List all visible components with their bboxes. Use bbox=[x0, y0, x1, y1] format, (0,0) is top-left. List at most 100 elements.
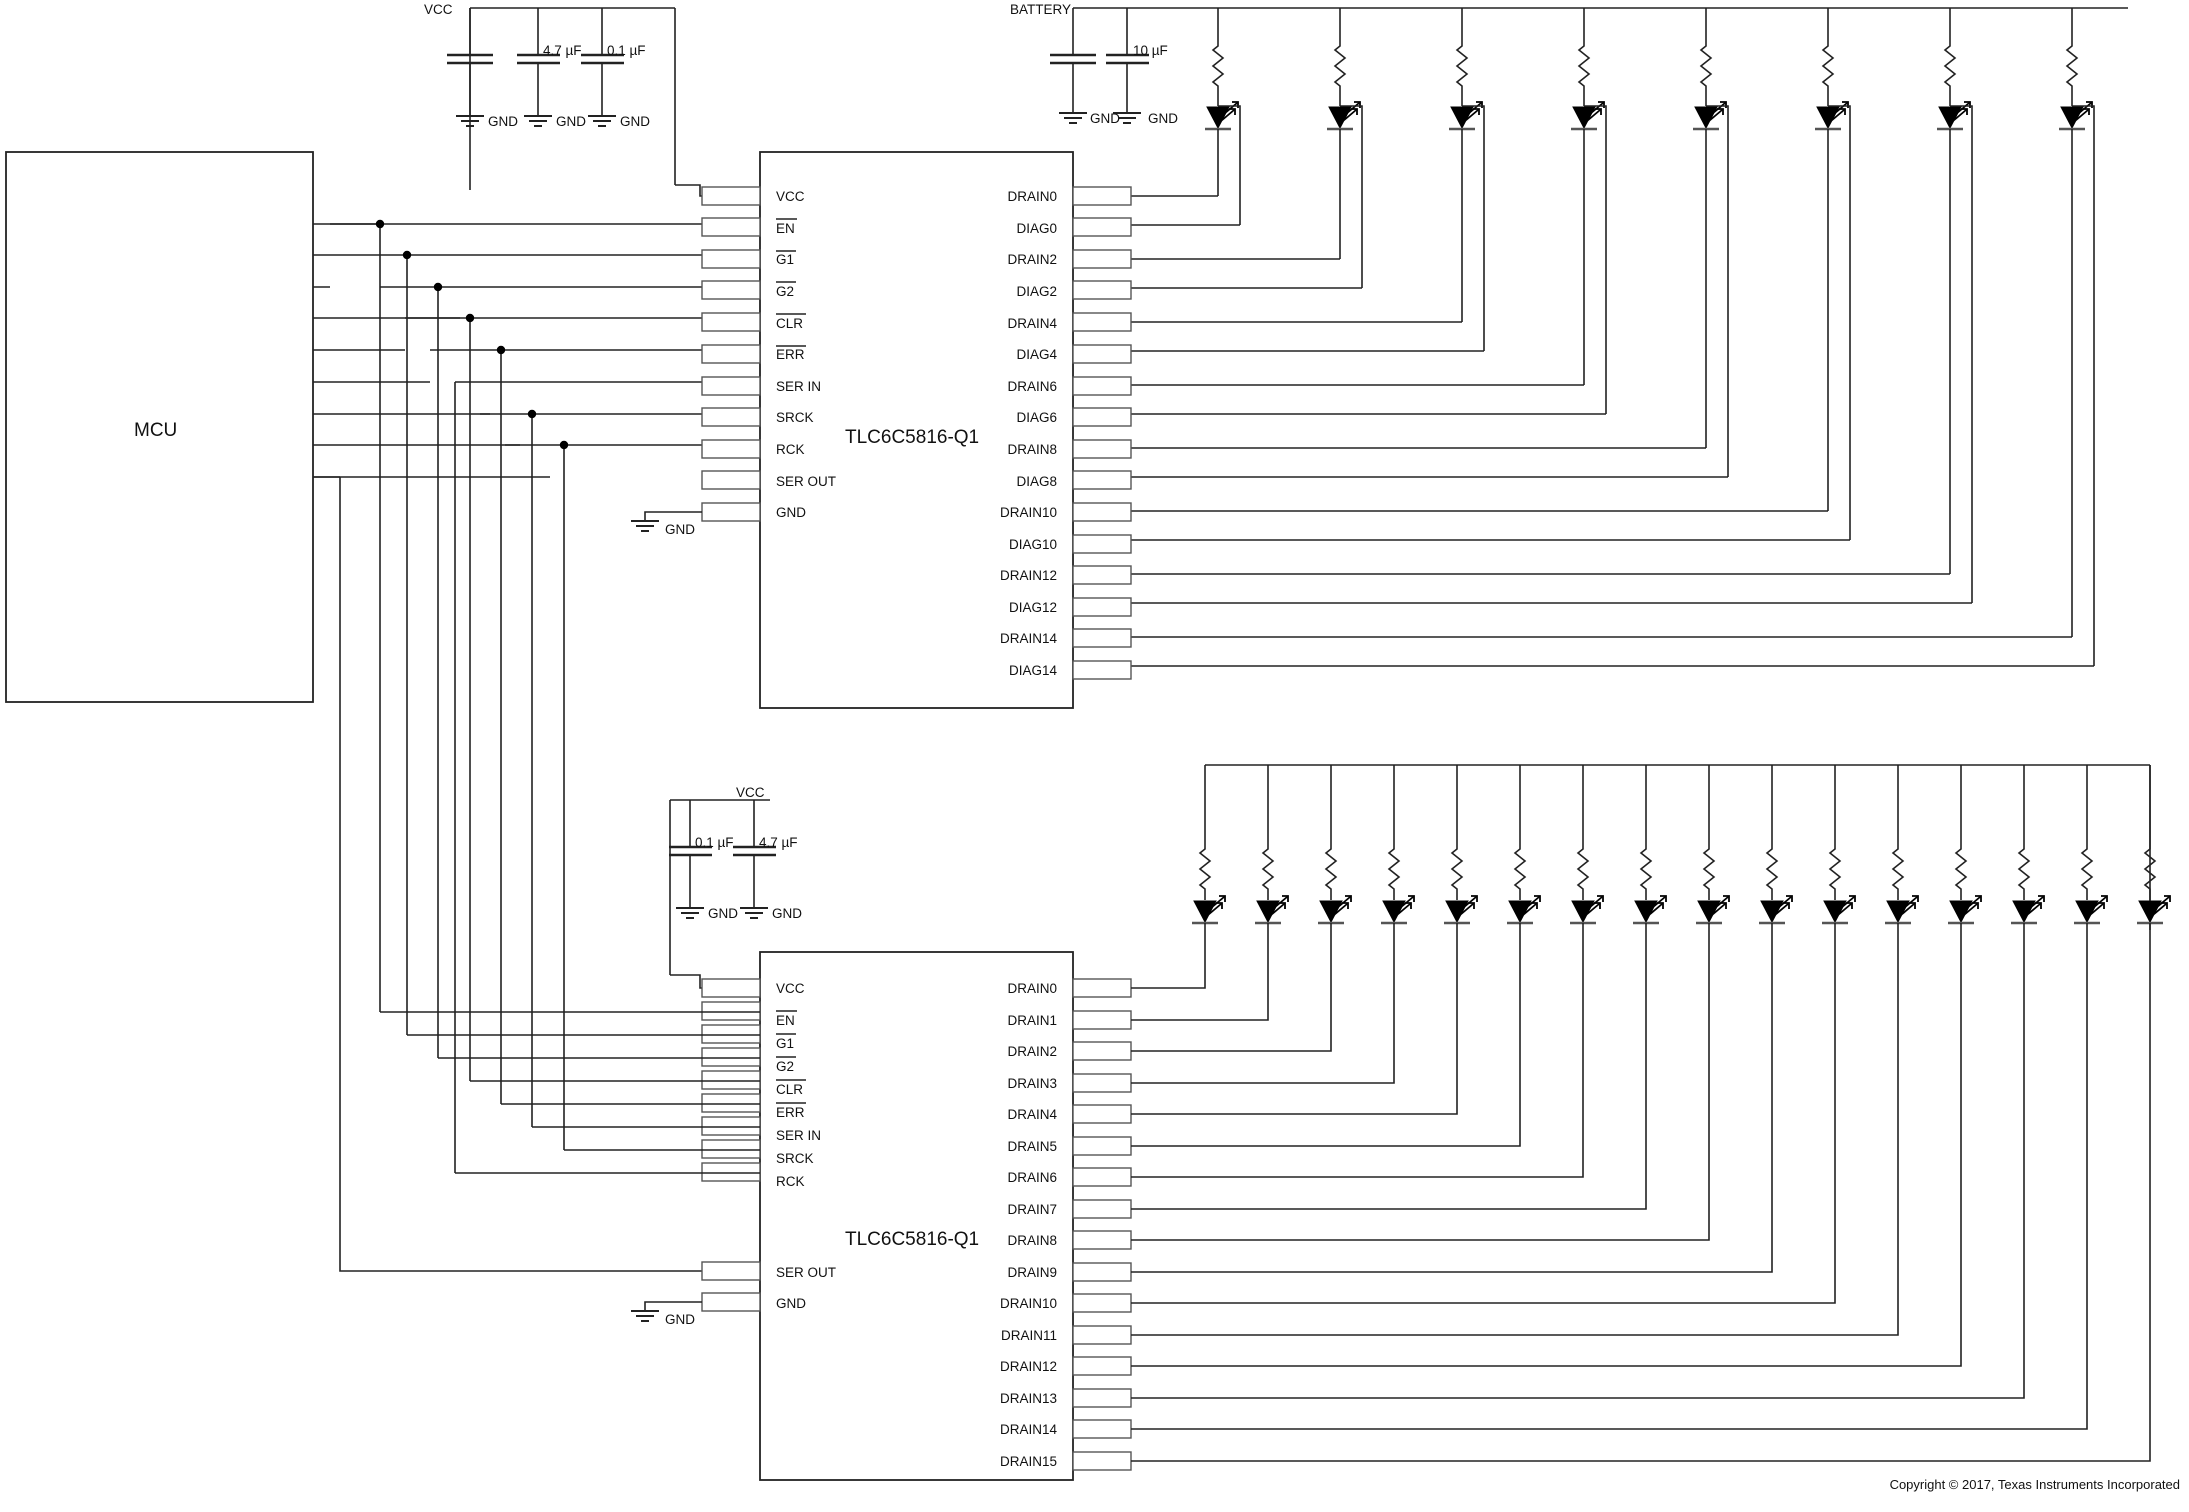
ic1-pin-serin: SER IN bbox=[776, 379, 821, 394]
ic1-left-pins bbox=[701, 186, 761, 522]
ic1-pin-drain6: DRAIN6 bbox=[1007, 379, 1057, 394]
ic1-pin-g2: G2 bbox=[776, 284, 794, 299]
power-decoupling-top: VCC 4.7 µF 0.1 µF GND GND GND bbox=[424, 2, 760, 197]
ic1-pin-diag0: DIAG0 bbox=[1016, 221, 1057, 236]
ic1-pin-diag8: DIAG8 bbox=[1016, 474, 1057, 489]
gnd-label-cap2-bottom: GND bbox=[772, 906, 802, 921]
cap-value-4u7-top: 4.7 µF bbox=[543, 43, 582, 58]
cap-value-4u7-bottom: 4.7 µF bbox=[759, 835, 798, 850]
ic1-pin-g1: G1 bbox=[776, 252, 794, 267]
ic2-pin-drain8: DRAIN8 bbox=[1007, 1233, 1057, 1248]
ic2-gnd-symbol-label: GND bbox=[665, 1312, 695, 1327]
vcc-rail-label-top: VCC bbox=[424, 2, 453, 17]
ic2-pin-drain9: DRAIN9 bbox=[1007, 1265, 1057, 1280]
ic1-pin-drain4: DRAIN4 bbox=[1007, 316, 1057, 331]
ic1-pin-en-group: EN bbox=[776, 218, 797, 236]
ic2-part-number: TLC6C5816-Q1 bbox=[845, 1229, 979, 1250]
ic2-right-pins bbox=[1072, 978, 1132, 1471]
ic1-right-pins bbox=[1072, 186, 1132, 680]
ic1-pin-clr-group: CLR bbox=[776, 313, 806, 331]
ic2-left-pins bbox=[701, 978, 761, 1312]
led-column-top bbox=[1125, 8, 1607, 415]
gnd-label-src-top: GND bbox=[488, 114, 518, 129]
ic2-pin-drain5: DRAIN5 bbox=[1007, 1139, 1057, 1154]
mcu-label: MCU bbox=[134, 420, 177, 441]
ic2-pin-drain2: DRAIN2 bbox=[1007, 1044, 1057, 1059]
ic2-pin-err-group: ERR bbox=[776, 1102, 806, 1120]
led-bank-bottom bbox=[1131, 764, 2172, 1462]
ic2-pin-srck: SRCK bbox=[776, 1151, 814, 1166]
ic2-pin-drain4: DRAIN4 bbox=[1007, 1107, 1057, 1122]
ic2-pin-drain1: DRAIN1 bbox=[1007, 1013, 1057, 1028]
ic1-pin-drain0: DRAIN0 bbox=[1007, 189, 1057, 204]
ic2-pin-drain13: DRAIN13 bbox=[1000, 1391, 1057, 1406]
ic2-pin-rck: RCK bbox=[776, 1174, 805, 1189]
ic2-pin-en: EN bbox=[776, 1013, 795, 1028]
ic1-pin-gnd: GND bbox=[776, 505, 806, 520]
ic2-pin-clr-group: CLR bbox=[776, 1079, 806, 1097]
ic2-pin-drain14: DRAIN14 bbox=[1000, 1422, 1058, 1437]
ic2-pin-gnd: GND bbox=[776, 1296, 806, 1311]
ic1-pin-diag12: DIAG12 bbox=[1009, 600, 1057, 615]
ic1-pin-drain2: DRAIN2 bbox=[1007, 252, 1057, 267]
power-decoupling-bottom: VCC 0.1 µF 4.7 µF GND GND bbox=[669, 785, 802, 989]
ic2-pin-g1-group: G1 bbox=[776, 1033, 796, 1051]
bus-to-ic2 bbox=[380, 1011, 760, 1174]
led-column-top bbox=[1125, 8, 1729, 478]
cap-value-10u: 10 µF bbox=[1133, 43, 1168, 58]
gnd-label-battery-src: GND bbox=[1090, 111, 1120, 126]
vcc-rail-label-bottom: VCC bbox=[736, 785, 765, 800]
cap-value-0u1-bottom: 0.1 µF bbox=[695, 835, 734, 850]
ic1-pin-diag10: DIAG10 bbox=[1009, 537, 1057, 552]
ic2-pin-g2: G2 bbox=[776, 1059, 794, 1074]
ic1-pin-clr: CLR bbox=[776, 316, 803, 331]
cap-value-0u1-top: 0.1 µF bbox=[607, 43, 646, 58]
ic1-gnd-symbol-label: GND bbox=[665, 522, 695, 537]
copyright-notice: Copyright © 2017, Texas Instruments Inco… bbox=[1890, 1477, 2180, 1492]
ic1-pin-rck: RCK bbox=[776, 442, 805, 457]
ic1-pin-en: EN bbox=[776, 221, 795, 236]
ic2-pin-drain0: DRAIN0 bbox=[1007, 981, 1057, 996]
ic1-pin-drain10: DRAIN10 bbox=[1000, 505, 1057, 520]
ic2-pin-g2-group: G2 bbox=[776, 1056, 796, 1074]
ic2-pin-drain3: DRAIN3 bbox=[1007, 1076, 1057, 1091]
ic2-pin-vcc: VCC bbox=[776, 981, 805, 996]
ic1-pin-diag4: DIAG4 bbox=[1016, 347, 1057, 362]
ic1-pin-diag14: DIAG14 bbox=[1009, 663, 1058, 678]
ic1-pin-g1-group: G1 bbox=[776, 250, 796, 267]
battery-rail-label: BATTERY bbox=[1010, 2, 1071, 17]
led-column-top bbox=[1125, 8, 1485, 352]
ic2-pin-g1: G1 bbox=[776, 1036, 794, 1051]
ic1-pin-diag2: DIAG2 bbox=[1016, 284, 1057, 299]
ic2-pin-drain7: DRAIN7 bbox=[1007, 1202, 1057, 1217]
ic1-pin-drain14: DRAIN14 bbox=[1000, 631, 1058, 646]
led-column-top bbox=[1125, 8, 2095, 667]
ic2-pin-drain10: DRAIN10 bbox=[1000, 1296, 1057, 1311]
ic1-pin-drain12: DRAIN12 bbox=[1000, 568, 1057, 583]
mcu-to-ic1-bus bbox=[313, 219, 760, 1272]
ic2-pin-clr: CLR bbox=[776, 1082, 803, 1097]
ic2-pin-drain6: DRAIN6 bbox=[1007, 1170, 1057, 1185]
ic1-part-number: TLC6C5816-Q1 bbox=[845, 427, 979, 448]
ic1-pin-serout: SER OUT bbox=[776, 474, 836, 489]
ic2-block[interactable]: TLC6C5816-Q1 VCC EN G1 G2 CL bbox=[630, 951, 1132, 1481]
ic1-pin-vcc: VCC bbox=[776, 189, 805, 204]
battery-rail: BATTERY 10 µF GND GND bbox=[1010, 2, 2128, 126]
ic1-pin-srck: SRCK bbox=[776, 410, 814, 425]
ic1-pin-drain8: DRAIN8 bbox=[1007, 442, 1057, 457]
ic2-pin-drain15: DRAIN15 bbox=[1000, 1454, 1057, 1469]
led-column-top bbox=[1125, 8, 1241, 226]
gnd-label-cap1-top: GND bbox=[556, 114, 586, 129]
mcu-block[interactable]: MCU bbox=[5, 151, 550, 703]
ic2-pin-drain11: DRAIN11 bbox=[1001, 1328, 1057, 1343]
led-column-top bbox=[1125, 8, 1851, 541]
ic2-pin-err: ERR bbox=[776, 1105, 805, 1120]
ic1-block[interactable]: TLC6C5816-Q1 VCC EN G1 G2 bbox=[630, 151, 1132, 709]
gnd-label-cap1-bottom: GND bbox=[708, 906, 738, 921]
ic2-pin-serin: SER IN bbox=[776, 1128, 821, 1143]
led-column-top bbox=[1125, 8, 1363, 289]
gnd-label-battery-cap: GND bbox=[1148, 111, 1178, 126]
ic1-pin-err-group: ERR bbox=[776, 345, 806, 362]
